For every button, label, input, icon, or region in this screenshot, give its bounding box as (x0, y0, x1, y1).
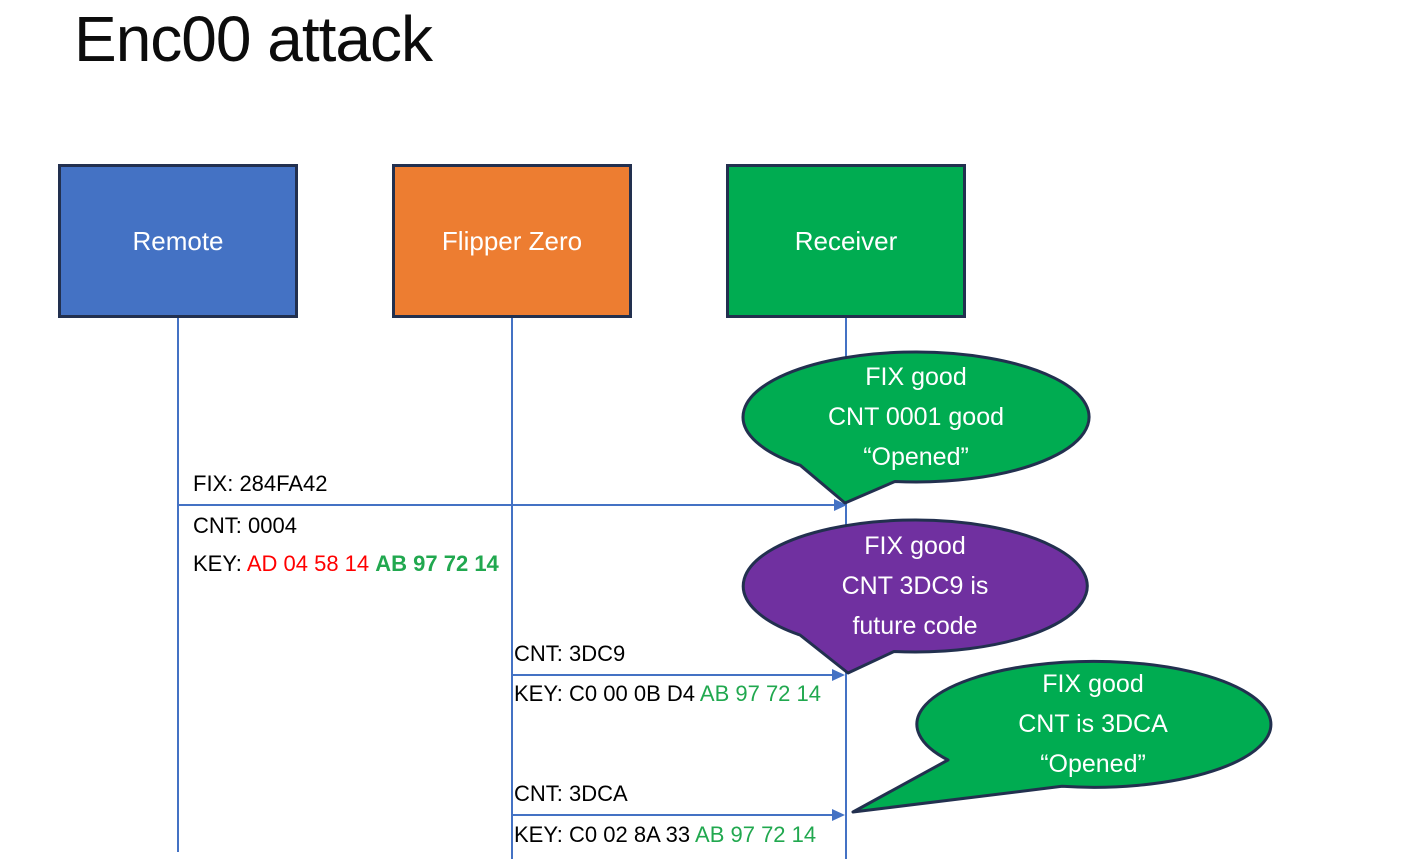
callout3-line1: FIX good (1042, 670, 1144, 698)
message-arrow-flipper-to-receiver-2 (511, 809, 845, 821)
lifeline-remote (177, 318, 179, 852)
callout3-line2: CNT is 3DCA (1018, 710, 1168, 738)
page-title: Enc00 attack (74, 3, 433, 75)
message2-cnt-label: CNT: 3DC9 (514, 641, 625, 667)
message3-cnt-label: CNT: 3DCA (514, 781, 628, 807)
callout-bubble-2-text: FIX good CNT 3DC9 is future code (760, 526, 1070, 646)
message3-cnt-text: CNT: 3DCA (514, 781, 628, 806)
actor-label-flipper-zero: Flipper Zero (441, 225, 583, 256)
message2-cnt-text: CNT: 3DC9 (514, 641, 626, 666)
callout-bubble-2-shape (741, 518, 1089, 675)
message1-cnt-label: CNT: 0004 (193, 513, 297, 539)
callout1-line1: FIX good (865, 363, 967, 391)
message2-key-prefix: KEY: C0 00 0B D4 (514, 681, 700, 706)
callout-bubble-3-shape (851, 659, 1273, 814)
message3-key-label: KEY: C0 02 8A 33 AB 97 72 14 (514, 822, 816, 848)
callout-bubble-3-text: FIX good CNT is 3DCA “Opened” (938, 664, 1248, 784)
callout1-line3: “Opened” (863, 443, 969, 471)
message1-fix-label: FIX: 284FA42 (193, 471, 328, 497)
message2-key-green-bytes: AB 97 72 14 (699, 681, 822, 706)
callout2-line1: FIX good (864, 532, 966, 560)
message1-cnt-text: CNT: 0004 (193, 513, 297, 538)
message2-key-label: KEY: C0 00 0B D4 AB 97 72 14 (514, 681, 821, 707)
message1-key-green-bytes: AB 97 72 14 (375, 551, 499, 576)
message1-key-label: KEY: AD 04 58 14 AB 97 72 14 (193, 551, 499, 577)
message3-key-prefix: KEY: C0 02 8A 33 (514, 822, 696, 847)
actor-box-receiver: Receiver (726, 164, 966, 318)
callout-bubble-1-text: FIX good CNT 0001 good “Opened” (761, 357, 1071, 477)
callout2-line2: CNT 3DC9 is (841, 572, 989, 600)
message1-key-red-bytes: AD 04 58 14 (246, 551, 376, 576)
callout-bubble-1-shape (741, 350, 1091, 505)
callout3-line3: “Opened” (1040, 750, 1146, 778)
message3-key-green-bytes: AB 97 72 14 (695, 822, 817, 847)
message1-fix-text: FIX: 284FA42 (193, 471, 328, 496)
actor-label-remote: Remote (132, 225, 224, 256)
message1-key-prefix: KEY: (193, 551, 247, 576)
actor-box-remote: Remote (58, 164, 298, 318)
lifeline-flipper-zero (511, 318, 513, 859)
actor-label-receiver: Receiver (794, 225, 898, 256)
callout2-line3: future code (852, 612, 978, 640)
actor-box-flipper-zero: Flipper Zero (392, 164, 632, 318)
callout1-line2: CNT 0001 good (827, 403, 1005, 431)
message-arrow-flipper-to-receiver-1 (511, 669, 845, 681)
